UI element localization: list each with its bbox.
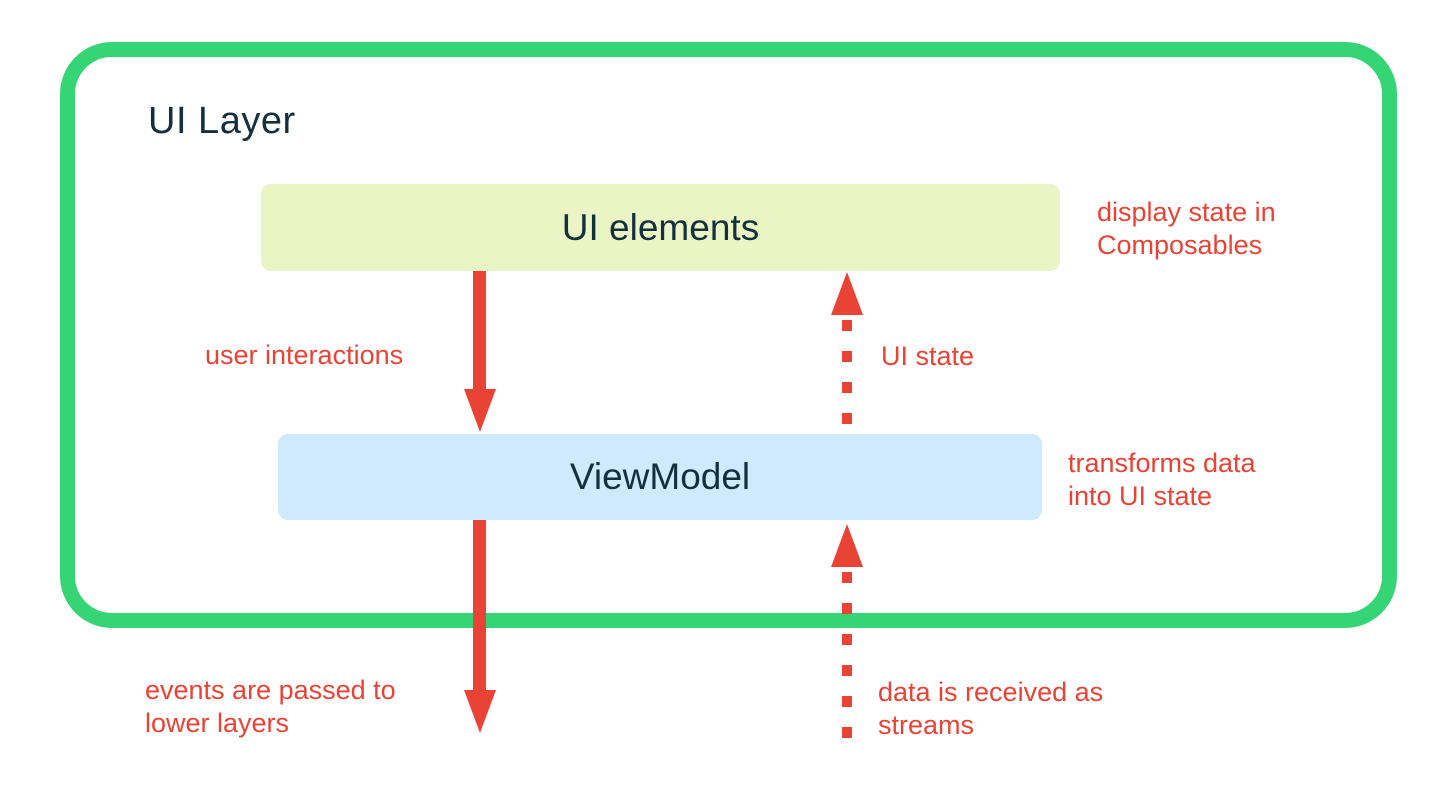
arrow-streams-label: data is received as streams: [878, 677, 1104, 740]
arrow-user-interactions-label: user interactions: [205, 340, 404, 370]
ui-elements-annotation: display state in Composables: [1097, 197, 1276, 260]
ui-elements-box: UI elements: [261, 184, 1060, 271]
viewmodel-annotation: transforms data into UI state: [1068, 448, 1256, 511]
arrow-user-interactions-head: [464, 389, 496, 432]
ui-elements-label: UI elements: [561, 206, 760, 248]
arrow-streams-shaft: [842, 572, 852, 748]
arrow-ui-state-shaft: [842, 320, 852, 434]
arrow-user-interactions-shaft: [473, 271, 486, 391]
ui-layer-container: [60, 42, 1397, 628]
viewmodel-box: ViewModel: [278, 434, 1042, 520]
arrow-ui-state-head: [831, 272, 863, 315]
arrow-streams-head: [831, 524, 863, 567]
arrow-ui-state-label: UI state: [881, 341, 975, 371]
ui-layer-title: UI Layer: [148, 100, 296, 142]
viewmodel-label: ViewModel: [569, 456, 751, 497]
arrow-events-head: [464, 690, 496, 733]
arrow-events-label: events are passed to lower layers: [145, 675, 396, 738]
arrow-events-shaft: [473, 520, 486, 692]
